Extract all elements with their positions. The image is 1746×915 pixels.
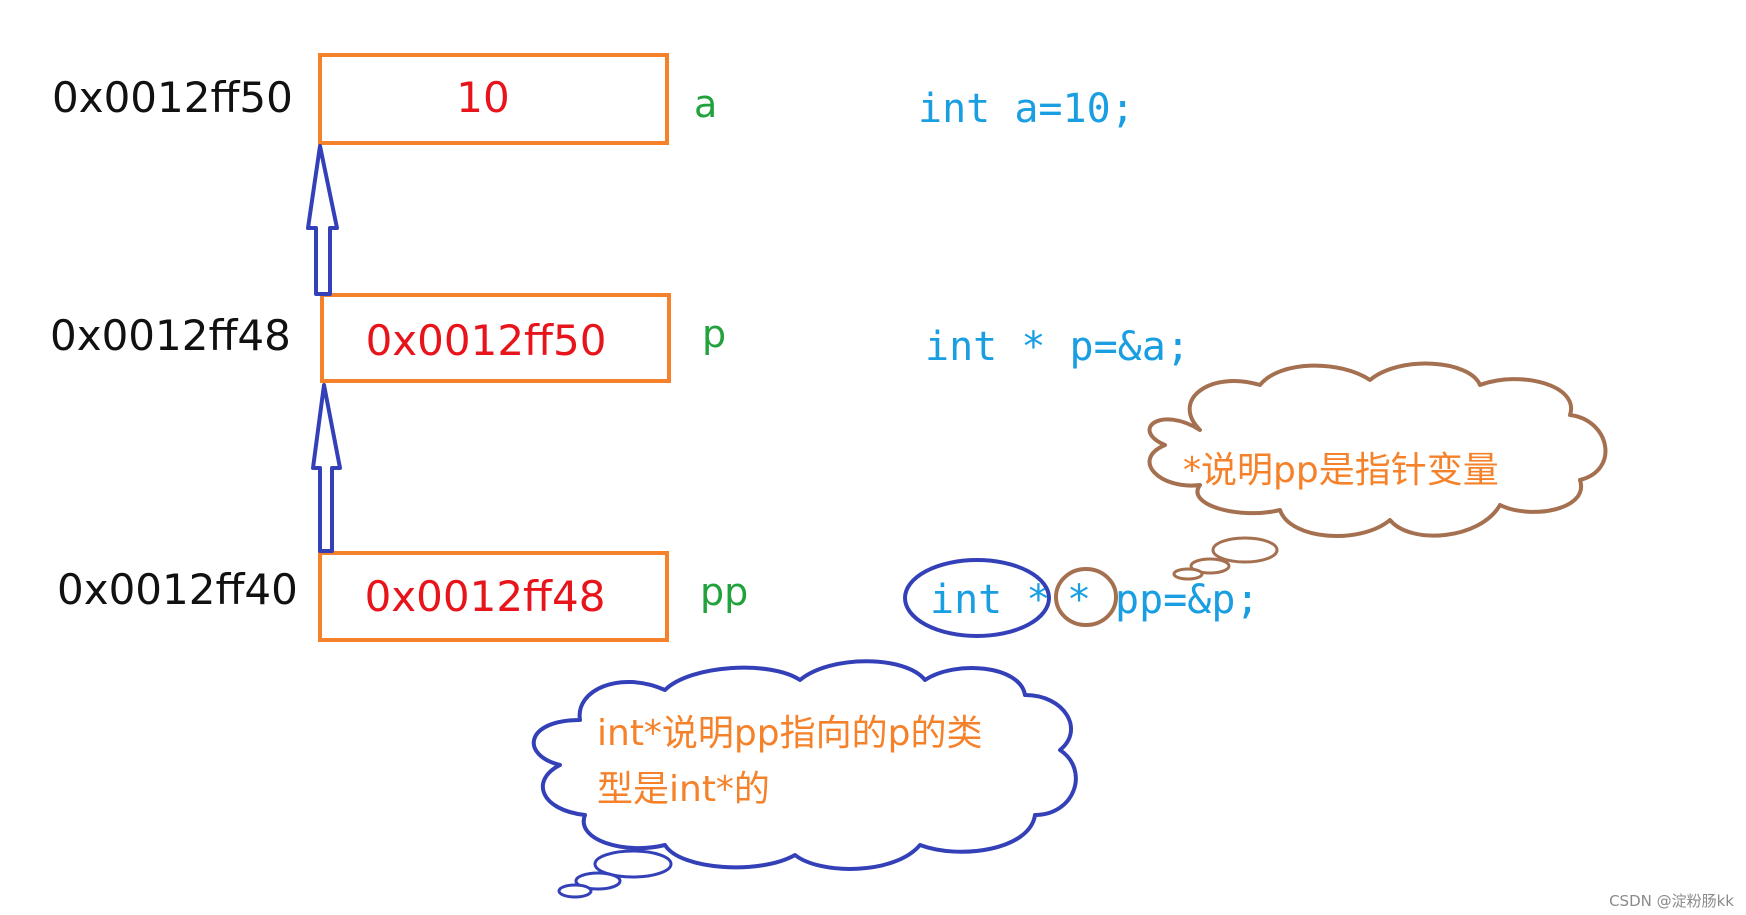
code-line-pp-star: * bbox=[1067, 577, 1091, 623]
thought-cloud-pointer-variable bbox=[1147, 361, 1608, 581]
code-line-p: int * p=&a; bbox=[925, 324, 1190, 370]
cell-value-a: 10 bbox=[456, 73, 509, 122]
code-line-pp-type: int * bbox=[930, 577, 1050, 623]
address-label-p: 0x0012ff48 bbox=[50, 311, 291, 360]
code-line-pp-rest: pp=&p; bbox=[1115, 577, 1260, 623]
arrow-pp-to-p bbox=[311, 383, 342, 553]
address-label-a: 0x0012ff50 bbox=[52, 73, 293, 122]
memory-cell-p bbox=[320, 293, 671, 383]
var-name-a: a bbox=[694, 82, 717, 126]
cell-value-pp: 0x0012ff48 bbox=[365, 572, 606, 621]
var-name-p: p bbox=[702, 312, 726, 356]
highlight-int-star bbox=[903, 558, 1051, 638]
var-name-pp: pp bbox=[700, 570, 748, 614]
arrow-p-to-a bbox=[306, 144, 339, 296]
note-pointer-star: *说明pp是指针变量 bbox=[1183, 450, 1499, 491]
cell-value-p: 0x0012ff50 bbox=[366, 316, 607, 365]
memory-cell-a bbox=[318, 53, 669, 145]
watermark: CSDN @淀粉肠kk bbox=[1609, 892, 1734, 910]
note-pointed-type-line1: int*说明pp指向的p的类 bbox=[597, 713, 983, 754]
highlight-second-star bbox=[1054, 567, 1118, 627]
code-line-a: int a=10; bbox=[918, 86, 1135, 132]
thought-cloud-pointed-type bbox=[531, 659, 1078, 899]
memory-cell-pp bbox=[318, 551, 669, 642]
address-label-pp: 0x0012ff40 bbox=[57, 565, 298, 614]
note-pointed-type-line2: 型是int*的 bbox=[597, 769, 770, 810]
